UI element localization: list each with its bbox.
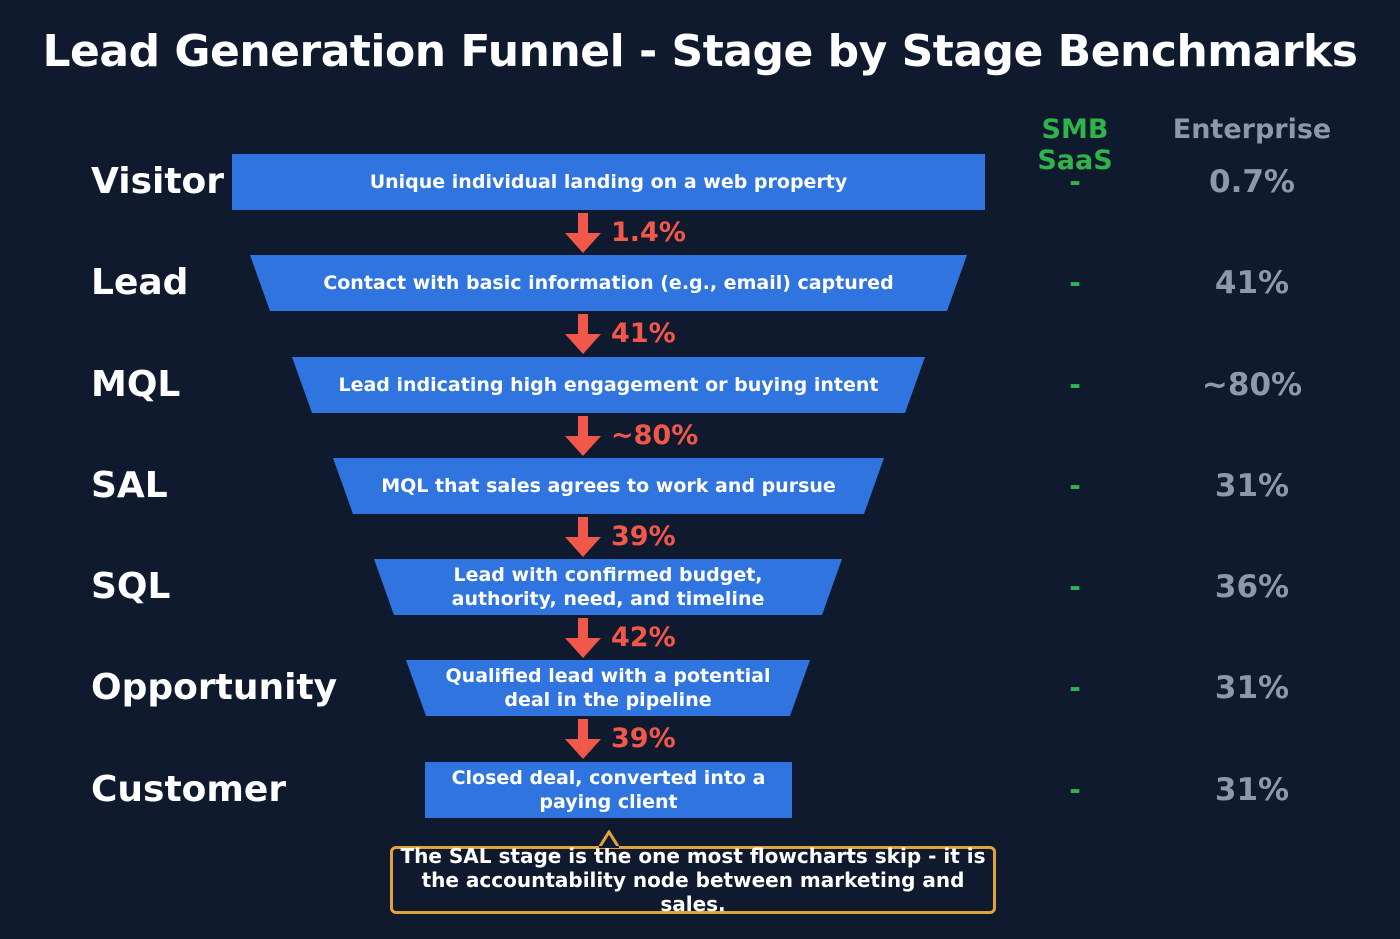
conversion-rate: ~80%	[611, 420, 699, 451]
funnel-band-lead: Contact with basic information (e.g., em…	[250, 255, 967, 311]
smb-value: -	[1069, 469, 1081, 502]
conversion-rate: 39%	[611, 521, 676, 552]
smb-value: -	[1069, 165, 1081, 198]
enterprise-value: ~80%	[1201, 367, 1303, 403]
enterprise-value: 0.7%	[1209, 164, 1295, 200]
funnel-band-sal: MQL that sales agrees to work and pursue	[333, 458, 884, 514]
down-arrow-icon	[565, 213, 601, 253]
column-header-smb: SMB SaaS	[1037, 114, 1113, 176]
funnel-band-text: Closed deal, converted into a paying cli…	[451, 767, 766, 813]
stage-label-sal: SAL	[91, 465, 168, 506]
down-arrow-icon	[565, 517, 601, 557]
smb-value: -	[1069, 368, 1081, 401]
callout-pointer-icon	[599, 830, 619, 848]
down-arrow-icon	[565, 314, 601, 354]
funnel-band-sql: Lead with confirmed budget, authority, n…	[374, 559, 842, 615]
page-title: Lead Generation Funnel - Stage by Stage …	[42, 26, 1358, 77]
smb-value: -	[1069, 671, 1081, 704]
smb-value: -	[1069, 266, 1081, 299]
smb-value: -	[1069, 773, 1081, 806]
funnel-band-text: Qualified lead with a potential deal in …	[445, 665, 771, 711]
enterprise-value: 31%	[1214, 468, 1290, 504]
conversion-rate: 42%	[611, 622, 676, 653]
conversion-rate: 41%	[611, 318, 676, 349]
column-header-enterprise: Enterprise	[1172, 114, 1332, 145]
funnel-band-text: Lead indicating high engagement or buyin…	[338, 374, 879, 396]
stage-label-opportunity: Opportunity	[91, 667, 338, 708]
enterprise-value: 31%	[1214, 670, 1290, 706]
smb-value: -	[1069, 570, 1081, 603]
funnel-band-text: Lead with confirmed budget, authority, n…	[451, 564, 765, 610]
stage-label-customer: Customer	[91, 769, 287, 810]
down-arrow-icon	[565, 719, 601, 759]
funnel-band-text: Unique individual landing on a web prope…	[369, 171, 848, 193]
enterprise-value: 31%	[1214, 772, 1290, 808]
funnel-band-opportunity: Qualified lead with a potential deal in …	[406, 660, 810, 716]
conversion-rate: 39%	[611, 723, 676, 754]
stage-label-visitor: Visitor	[91, 161, 225, 202]
funnel-band-text: Contact with basic information (e.g., em…	[323, 272, 894, 294]
stage-label-lead: Lead	[91, 262, 189, 303]
enterprise-value: 36%	[1214, 569, 1290, 605]
down-arrow-icon	[565, 618, 601, 658]
down-arrow-icon	[565, 416, 601, 456]
callout-note-text: The SAL stage is the one most flowcharts…	[400, 844, 986, 916]
funnel-band-mql: Lead indicating high engagement or buyin…	[292, 357, 925, 413]
funnel-band-visitor: Unique individual landing on a web prope…	[232, 154, 985, 210]
stage-label-sql: SQL	[91, 566, 171, 607]
callout-note: The SAL stage is the one most flowcharts…	[390, 844, 996, 916]
funnel-band-text: MQL that sales agrees to work and pursue	[381, 475, 836, 497]
stage-label-mql: MQL	[91, 364, 181, 405]
funnel-band-customer: Closed deal, converted into a paying cli…	[425, 762, 792, 818]
enterprise-value: 41%	[1214, 265, 1290, 301]
conversion-rate: 1.4%	[611, 217, 686, 248]
